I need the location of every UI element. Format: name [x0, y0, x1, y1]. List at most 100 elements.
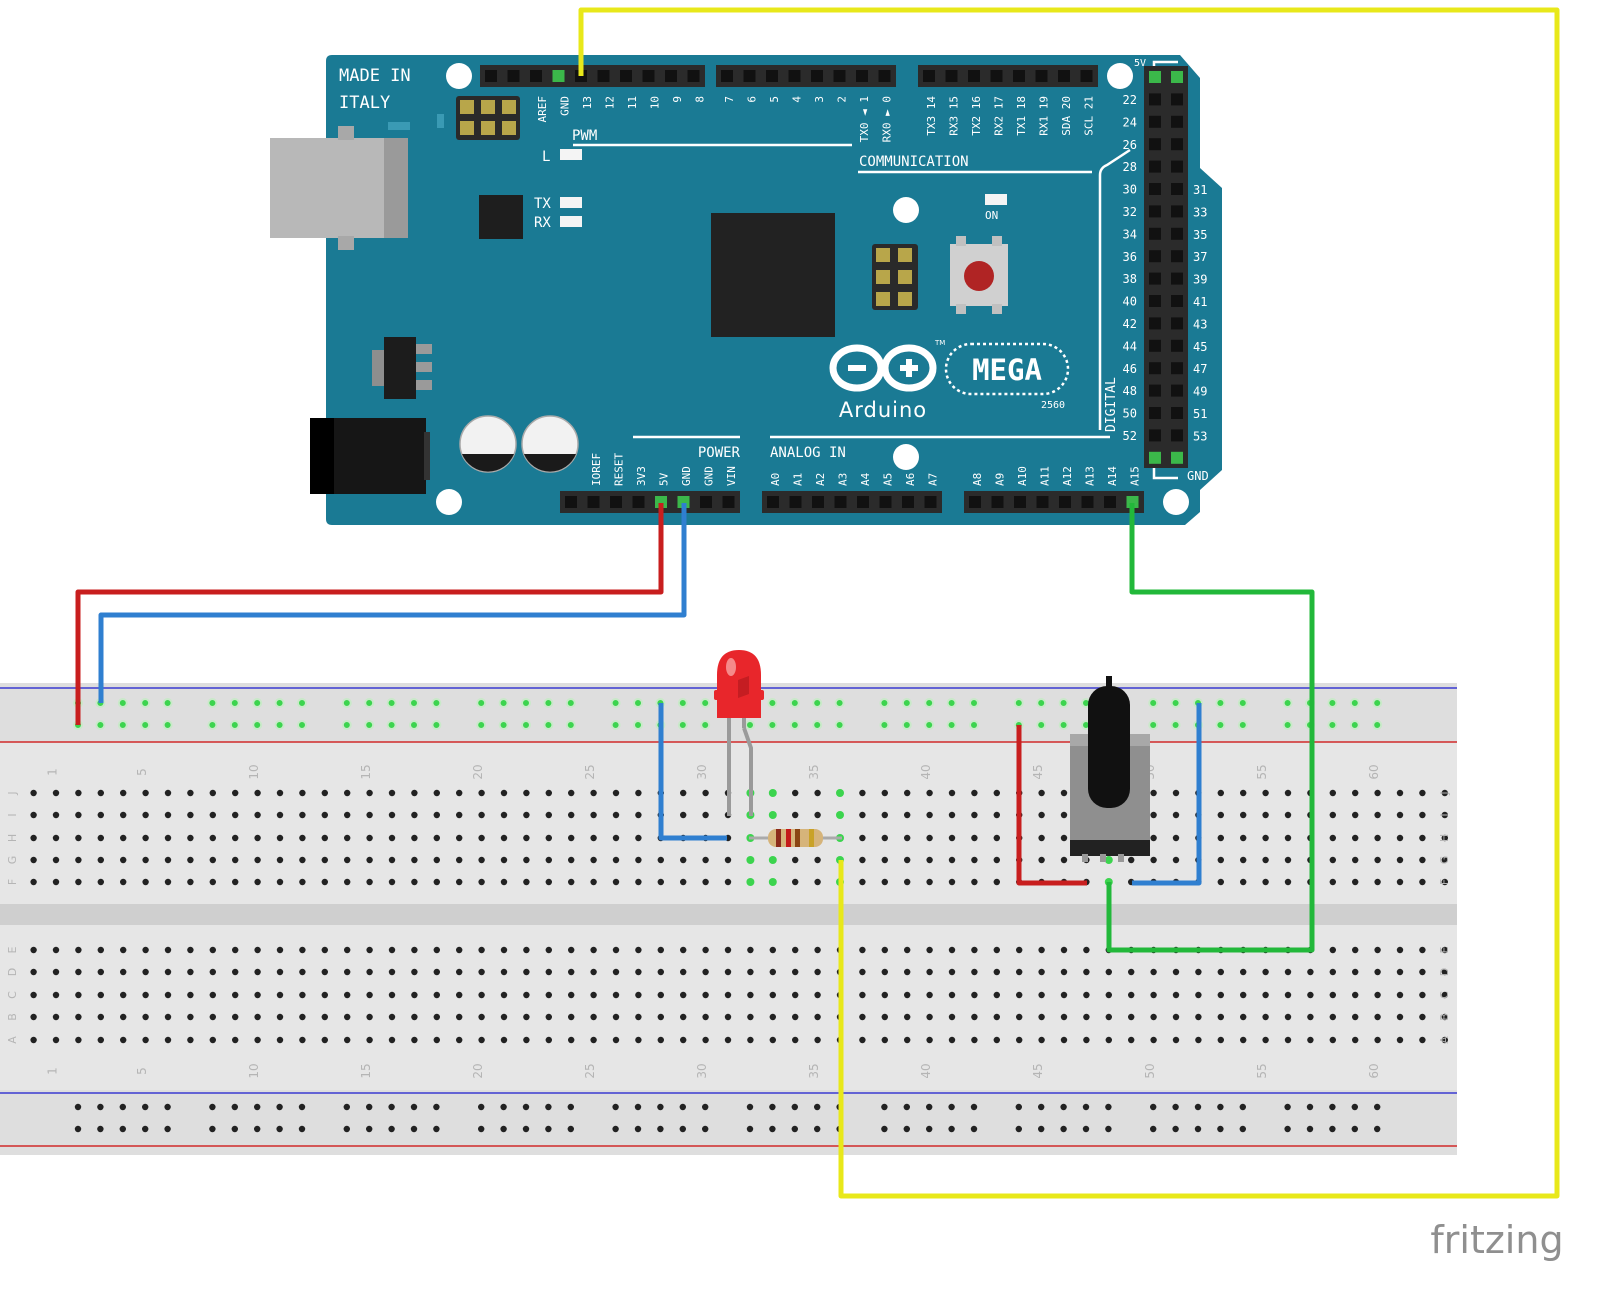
header-pin[interactable]: [767, 496, 779, 508]
header-pin[interactable]: [1081, 496, 1094, 508]
header-pin[interactable]: [530, 70, 542, 82]
header-pin[interactable]: [1171, 407, 1183, 419]
header-pin[interactable]: [924, 496, 937, 508]
header-pin[interactable]: [485, 70, 497, 82]
header-pin[interactable]: [565, 496, 577, 508]
header-pin[interactable]: [1171, 429, 1183, 442]
power-rail-hole: [1372, 720, 1383, 730]
header-pin[interactable]: [1059, 496, 1071, 508]
breadboard-hole: [1060, 789, 1068, 797]
wire-5v-to-rail[interactable]: [75, 503, 664, 725]
header-pin[interactable]: [1171, 250, 1183, 263]
header-pin[interactable]: [610, 496, 622, 508]
wire-gnd-to-rail[interactable]: [98, 503, 687, 703]
header-pin[interactable]: [788, 70, 801, 82]
breadboard-hole: [1419, 1013, 1426, 1021]
header-pin[interactable]: [1171, 71, 1183, 83]
header-pin[interactable]: [1104, 496, 1116, 508]
header-pin[interactable]: [1149, 429, 1161, 442]
reset-button[interactable]: [950, 236, 1008, 314]
header-pin[interactable]: [1149, 115, 1161, 128]
red-led[interactable]: [714, 650, 764, 816]
header-pin[interactable]: [1171, 295, 1183, 307]
wire-pin13-to-resistor[interactable]: [578, 7, 1560, 1199]
header-pin[interactable]: [665, 70, 677, 82]
header-pin[interactable]: [1149, 205, 1161, 218]
header-pin[interactable]: [811, 70, 823, 82]
header-pin[interactable]: [833, 70, 846, 82]
breadboard-hole: [635, 878, 642, 886]
header-pin[interactable]: [789, 496, 802, 508]
header-pin[interactable]: [1171, 451, 1183, 464]
header-pin[interactable]: [856, 70, 868, 82]
resistor[interactable]: [749, 829, 842, 847]
header-pin[interactable]: [945, 70, 958, 82]
header-pin[interactable]: [507, 70, 520, 82]
header-pin[interactable]: [1171, 384, 1183, 397]
header-pin[interactable]: [1149, 160, 1161, 173]
header-pin[interactable]: [1058, 70, 1070, 82]
header-pin[interactable]: [620, 70, 632, 82]
header-pin[interactable]: [1149, 227, 1161, 240]
header-pin[interactable]: [642, 70, 655, 82]
header-pin[interactable]: [687, 70, 700, 82]
wire-pot-5v[interactable]: [1016, 725, 1087, 886]
wire-a15-to-pot-wiper[interactable]: [1106, 503, 1315, 953]
header-pin[interactable]: [857, 496, 869, 508]
header-pin[interactable]: [1171, 115, 1183, 128]
header-pin[interactable]: [1149, 362, 1161, 375]
header-pin[interactable]: [1149, 384, 1161, 397]
header-pin[interactable]: [1149, 71, 1161, 83]
header-pin[interactable]: [1171, 93, 1183, 106]
header-pin[interactable]: [923, 70, 935, 82]
header-pin[interactable]: [991, 496, 1004, 508]
header-pin[interactable]: [812, 496, 824, 508]
header-pin[interactable]: [902, 496, 914, 508]
header-pin[interactable]: [1171, 138, 1183, 151]
header-pin[interactable]: [1171, 272, 1183, 285]
header-pin[interactable]: [969, 496, 981, 508]
header-pin[interactable]: [587, 496, 600, 508]
header-pin[interactable]: [990, 70, 1003, 82]
header-pin[interactable]: [1014, 496, 1026, 508]
header-pin[interactable]: [1080, 70, 1093, 82]
header-pin[interactable]: [722, 496, 735, 508]
header-pin[interactable]: [1149, 407, 1161, 419]
header-pin[interactable]: [1149, 317, 1161, 330]
potentiometer[interactable]: [1070, 676, 1150, 862]
header-pin[interactable]: [1171, 227, 1183, 240]
header-pin[interactable]: [655, 496, 667, 508]
header-pin[interactable]: [1149, 272, 1161, 285]
header-pin[interactable]: [721, 70, 733, 82]
header-pin[interactable]: [834, 496, 847, 508]
header-pin[interactable]: [1171, 160, 1183, 173]
header-pin[interactable]: [1149, 183, 1161, 195]
header-pin[interactable]: [632, 496, 645, 508]
header-pin[interactable]: [968, 70, 980, 82]
wire-led-ground[interactable]: [658, 703, 727, 841]
header-pin[interactable]: [1013, 70, 1025, 82]
header-pin[interactable]: [743, 70, 756, 82]
header-pin[interactable]: [597, 70, 610, 82]
header-pin[interactable]: [1171, 362, 1183, 375]
header-pin[interactable]: [1171, 205, 1183, 218]
header-pin[interactable]: [1149, 339, 1161, 352]
header-pin[interactable]: [1149, 451, 1161, 464]
header-pin[interactable]: [766, 70, 778, 82]
header-pin[interactable]: [1171, 183, 1183, 195]
header-pin[interactable]: [1149, 295, 1161, 307]
header-pin[interactable]: [878, 70, 891, 82]
header-pin[interactable]: [1035, 70, 1048, 82]
header-pin[interactable]: [552, 70, 565, 82]
wire-pot-ground[interactable]: [1132, 703, 1202, 886]
header-pin[interactable]: [1036, 496, 1049, 508]
header-pin[interactable]: [1149, 138, 1161, 151]
breadboard-hole: [433, 878, 440, 886]
header-pin[interactable]: [879, 496, 892, 508]
header-pin[interactable]: [1149, 250, 1161, 263]
header-pin[interactable]: [1149, 93, 1161, 106]
header-pin[interactable]: [1171, 317, 1183, 330]
header-pin[interactable]: [1171, 339, 1183, 352]
header-pin[interactable]: [700, 496, 712, 508]
breadboard-hole: [388, 878, 396, 886]
